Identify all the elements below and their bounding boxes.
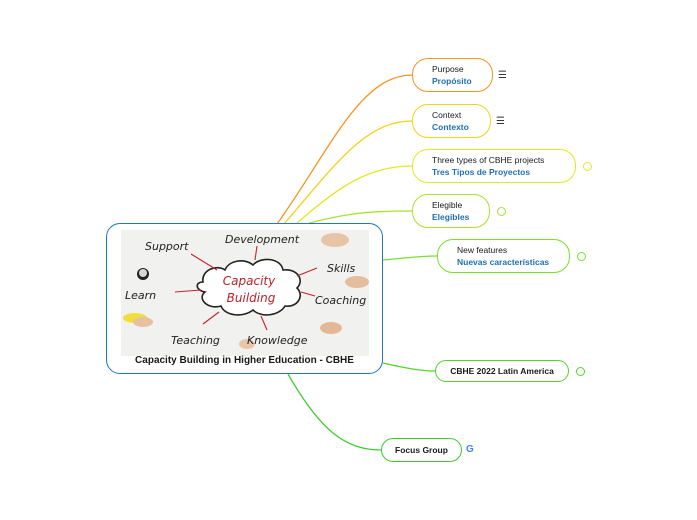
topic-focus-group[interactable]: Focus Group bbox=[381, 438, 462, 462]
topic-label-en: CBHE 2022 Latin America bbox=[450, 366, 554, 376]
topic-label-es: Propósito bbox=[432, 76, 472, 86]
image-word-coaching: Coaching bbox=[315, 294, 366, 307]
topic-label-es: Contexto bbox=[432, 122, 469, 132]
collapse-circle-icon[interactable] bbox=[576, 367, 585, 376]
image-word-building: Building bbox=[227, 291, 276, 305]
topic-elegible[interactable]: Elegible Elegibles bbox=[412, 194, 490, 228]
connector-focus-group bbox=[287, 373, 382, 451]
topic-label-es: Elegibles bbox=[432, 212, 470, 222]
notes-icon[interactable]: ☰ bbox=[496, 116, 505, 127]
connector-new-features bbox=[382, 255, 438, 261]
connector-cbhe-2022 bbox=[382, 362, 436, 372]
topic-label-en: New features bbox=[457, 245, 508, 255]
image-word-learn: Learn bbox=[125, 289, 156, 302]
image-word-capacity: Capacity bbox=[223, 274, 276, 288]
central-topic-title: Capacity Building in Higher Education - … bbox=[135, 355, 354, 366]
image-word-support: Support bbox=[145, 240, 189, 253]
google-icon[interactable]: G bbox=[466, 444, 474, 455]
connector-elegible bbox=[305, 210, 413, 225]
collapse-circle-icon[interactable] bbox=[497, 207, 506, 216]
image-word-knowledge: Knowledge bbox=[247, 334, 308, 347]
topic-three-types[interactable]: Three types of CBHE projects Tres Tipos … bbox=[412, 149, 576, 183]
capacity-building-illustration: Capacity Building Support Development Sk… bbox=[121, 230, 369, 356]
topic-cbhe-2022[interactable]: CBHE 2022 Latin America bbox=[435, 360, 569, 382]
topic-label-es: Tres Tipos de Proyectos bbox=[432, 167, 531, 177]
notes-icon[interactable]: ☰ bbox=[498, 70, 507, 81]
central-topic[interactable]: Capacity Building Support Development Sk… bbox=[106, 223, 383, 374]
topic-label-en: Three types of CBHE projects bbox=[432, 155, 545, 165]
topic-label-en: Focus Group bbox=[395, 445, 448, 455]
image-word-development: Development bbox=[225, 233, 300, 246]
topic-purpose[interactable]: Purpose Propósito bbox=[412, 58, 493, 92]
topic-label-en: Elegible bbox=[432, 200, 463, 210]
collapse-circle-icon[interactable] bbox=[577, 252, 586, 261]
image-word-skills: Skills bbox=[327, 262, 356, 275]
topic-label-en: Context bbox=[432, 110, 462, 120]
topic-new-features[interactable]: New features Nuevas características bbox=[437, 239, 570, 273]
image-word-teaching: Teaching bbox=[171, 334, 220, 347]
connector-purpose bbox=[276, 74, 413, 225]
connector-three-types bbox=[295, 165, 413, 225]
topic-label-en: Purpose bbox=[432, 64, 464, 74]
topic-context[interactable]: Context Contexto bbox=[412, 104, 491, 138]
topic-label-es: Nuevas características bbox=[457, 257, 550, 267]
connector-context bbox=[283, 120, 413, 225]
thought-cloud bbox=[196, 258, 301, 316]
collapse-circle-icon[interactable] bbox=[583, 162, 592, 171]
